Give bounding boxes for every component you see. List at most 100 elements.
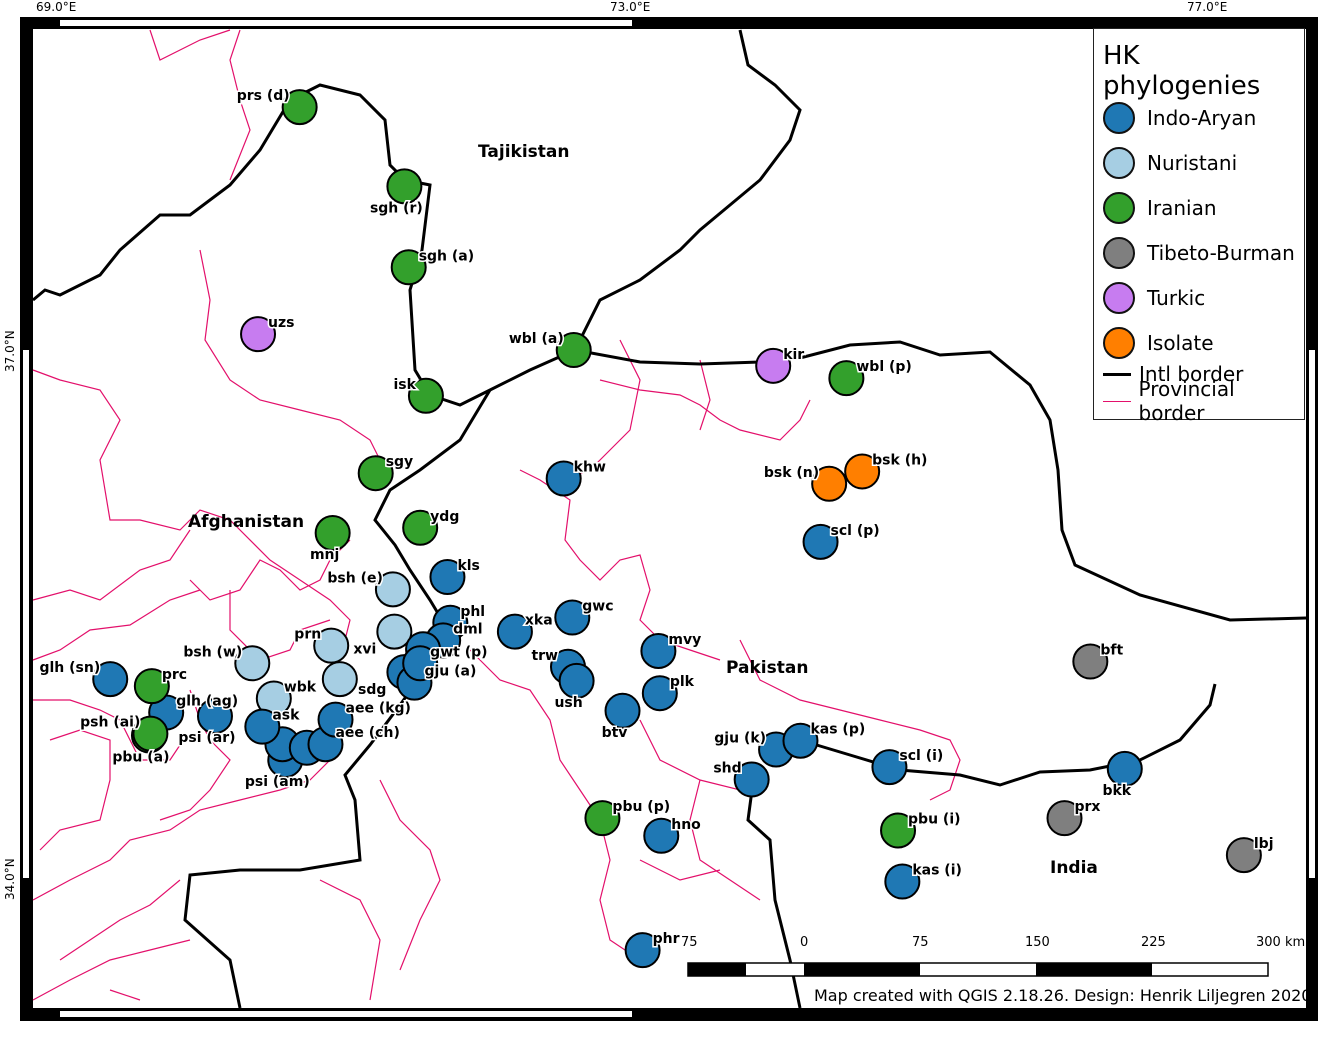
point-ir <box>133 668 170 705</box>
point-label: wbk <box>284 679 317 695</box>
country-label-afghanistan: Afghanistan <box>188 512 305 532</box>
legend-swatch-icon <box>1103 237 1135 269</box>
legend-label: Intl border <box>1139 362 1244 386</box>
legend-swatch-icon <box>1103 282 1135 314</box>
point-label: trw <box>531 648 558 664</box>
point-ia <box>244 708 281 745</box>
scale-label: 75 <box>912 935 929 950</box>
point-label: prn <box>294 627 321 643</box>
point-label: uzs <box>268 315 294 331</box>
point-ia <box>733 761 770 798</box>
legend-label: Turkic <box>1147 286 1206 310</box>
point-label: ush <box>554 695 582 711</box>
point-ir <box>407 377 444 414</box>
point-label: wbl (p) <box>856 359 911 375</box>
point-label: lbj <box>1254 836 1274 852</box>
point-label: gju (a) <box>424 664 476 680</box>
point-label: sgh (r) <box>370 200 423 216</box>
point-label: phr <box>653 931 680 947</box>
point-label: sgh (a) <box>419 248 474 264</box>
point-label: kas (i) <box>912 863 962 879</box>
point-label: bkk <box>1102 783 1131 799</box>
point-ia <box>641 675 678 712</box>
legend-title: HK phylogenies <box>1103 41 1261 101</box>
legend-item-ia: Indo-Aryan <box>1103 101 1256 135</box>
country-label-tajikistan: Tajikistan <box>478 142 570 162</box>
map-credit: Map created with QGIS 2.18.26. Design: H… <box>814 986 1312 1005</box>
point-label: prs (d) <box>237 88 290 104</box>
legend-item-is: Isolate <box>1103 326 1214 360</box>
point-ia <box>640 632 677 669</box>
legend-item-ir: Iranian <box>1103 191 1217 225</box>
point-ir <box>584 800 621 837</box>
point-nu <box>374 571 411 608</box>
point-label: isk <box>393 377 416 393</box>
point-label: aee (kg) <box>346 701 411 717</box>
point-ia <box>624 932 661 969</box>
point-label: khw <box>574 459 606 475</box>
legend-label: Iranian <box>1147 196 1217 220</box>
point-ia <box>402 645 439 682</box>
point-label: scl (i) <box>899 748 943 764</box>
point-label: sdg <box>358 682 386 698</box>
point-label: gwt (p) <box>430 644 487 660</box>
point-nu <box>376 613 413 650</box>
point-ia <box>545 460 582 497</box>
point-label: pbu (a) <box>112 749 169 765</box>
point-label: bsh (e) <box>327 570 383 586</box>
point-label: psh (ai) <box>80 715 140 731</box>
point-ir <box>828 360 865 397</box>
lat-label: 34.0°N <box>3 858 17 900</box>
point-ia <box>558 662 595 699</box>
point-ia <box>317 701 354 738</box>
legend-label: Provincial border <box>1138 377 1235 425</box>
point-label: pbu (p) <box>612 799 670 815</box>
point-ia <box>429 559 466 596</box>
scale-label: 300 km <box>1256 935 1306 950</box>
point-label: bsh (w) <box>183 644 242 660</box>
point-label: wbl (a) <box>509 331 564 347</box>
point-ir <box>880 812 917 849</box>
legend-item-line: Intl border <box>1103 362 1243 386</box>
point-label: mnj <box>310 547 339 563</box>
point-label: shd <box>713 760 741 776</box>
legend-item-line: Provincial border <box>1103 377 1304 425</box>
point-ia <box>884 863 921 900</box>
country-label-pakistan: Pakistan <box>726 658 809 678</box>
point-label: dml <box>453 621 482 637</box>
legend-swatch-icon <box>1103 147 1135 179</box>
country-label-india: India <box>1050 858 1098 878</box>
language-points: prs (d) sgh (r) sgh (a) isk wbl (a) uzs kir wbl… <box>38 87 1275 969</box>
point-tu <box>240 316 277 353</box>
point-label: btv <box>602 725 628 741</box>
legend-swatch-icon <box>1103 192 1135 224</box>
point-label: gwc <box>582 599 613 615</box>
point-label: kir <box>783 347 804 363</box>
lat-label: 37.0°N <box>3 330 17 372</box>
point-label: glh (ag) <box>176 694 238 710</box>
scale-label: 0 <box>800 935 809 950</box>
point-ir <box>314 515 351 552</box>
legend-line-icon <box>1103 400 1131 402</box>
point-label: mvy <box>668 632 701 648</box>
point-label: sgy <box>386 454 413 470</box>
scale-bar <box>687 962 1269 977</box>
point-ia <box>496 613 533 650</box>
point-tb <box>1225 837 1262 874</box>
point-ir <box>357 455 394 492</box>
point-ir <box>386 168 423 205</box>
point-ia <box>604 692 641 729</box>
point-label: xka <box>525 613 553 629</box>
point-nu <box>234 645 271 682</box>
legend-label: Indo-Aryan <box>1147 106 1257 130</box>
point-label: psi (ar) <box>178 730 235 746</box>
legend-line-icon <box>1103 372 1131 376</box>
point-label: xvi <box>353 642 376 658</box>
point-label: scl (p) <box>831 523 880 539</box>
point-ia <box>782 722 819 759</box>
point-label: prc <box>162 667 187 683</box>
scale-label: 225 <box>1141 935 1166 950</box>
point-nu <box>313 627 350 664</box>
point-ia <box>1106 750 1143 787</box>
legend-item-nu: Nuristani <box>1103 146 1237 180</box>
